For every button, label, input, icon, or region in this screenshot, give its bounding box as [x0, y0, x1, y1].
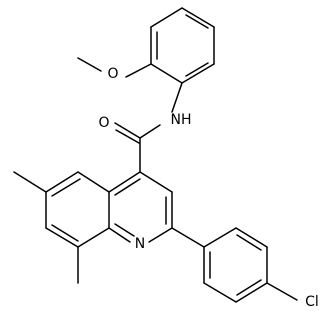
quinoline-nitrogen-label: N — [135, 236, 145, 252]
methoxyphenyl-ring — [150, 7, 215, 84]
chlorine-label: Cl — [305, 294, 319, 310]
amide-linkage — [114, 82, 183, 173]
carbonyl-oxygen-label: O — [98, 115, 109, 131]
chlorophenyl-ring — [171, 227, 298, 303]
amide-nh-label: NH — [171, 112, 192, 128]
quinoline-benzo-ring — [45, 171, 110, 248]
methoxy-oxygen-label: O — [107, 66, 118, 82]
methoxy-group — [77, 57, 152, 78]
methyl-groups — [13, 171, 79, 284]
quinoline-pyridine-ring — [108, 171, 173, 243]
